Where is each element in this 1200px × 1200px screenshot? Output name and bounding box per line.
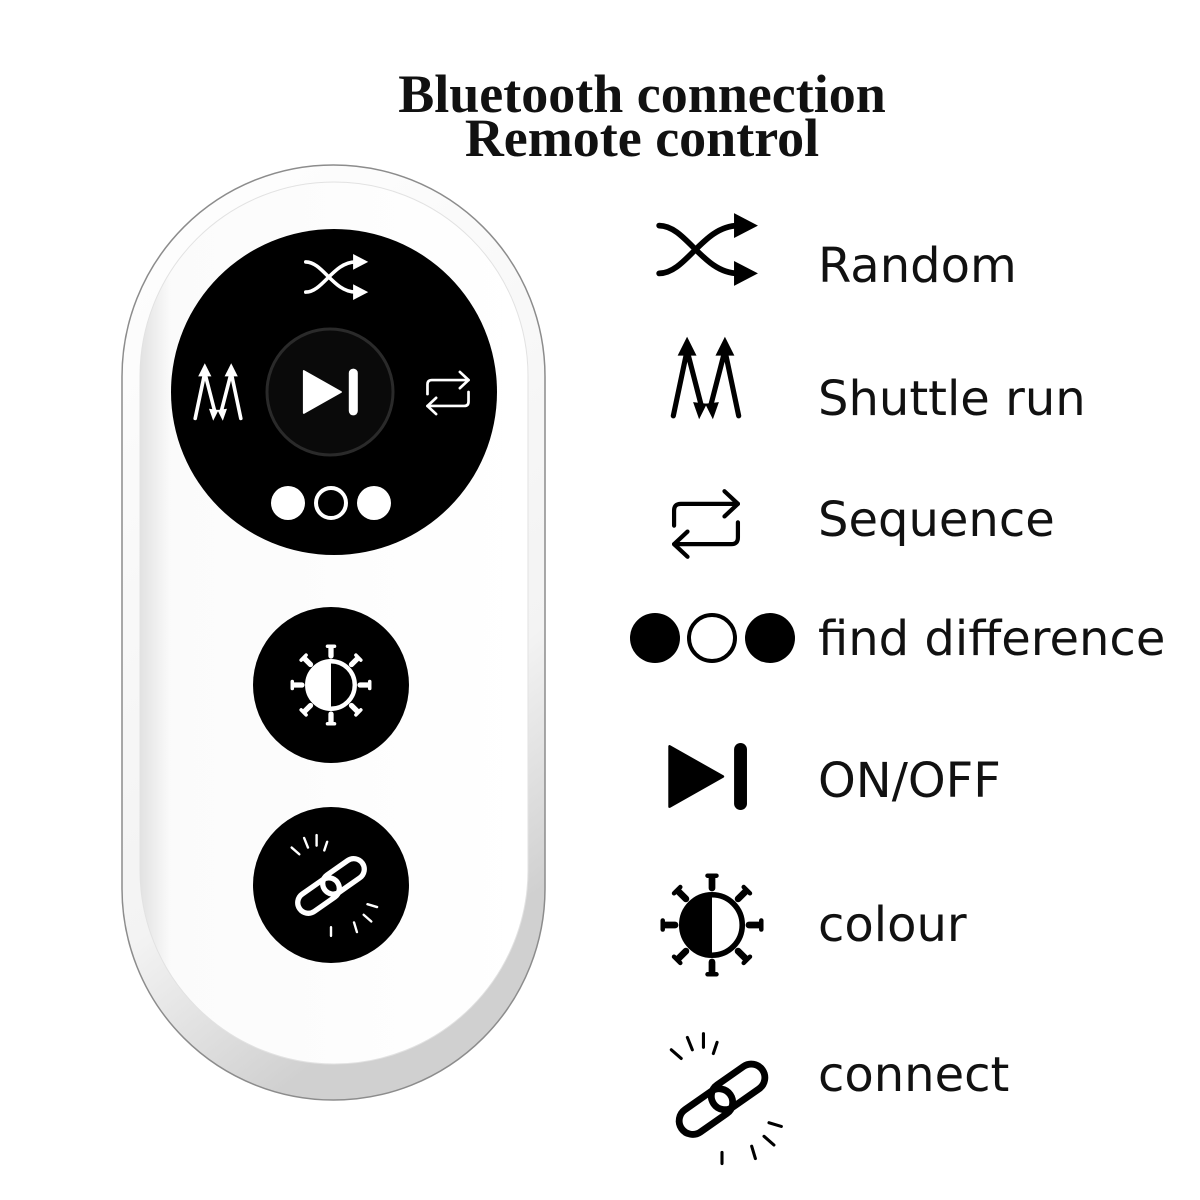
title-line-2: Remote control [464, 108, 820, 168]
play-pause-button [265, 327, 395, 457]
main-dial [171, 229, 497, 555]
find-difference-icon [630, 613, 795, 663]
colour-button [253, 607, 409, 763]
shuffle-icon [659, 213, 758, 286]
legend-icons [630, 213, 795, 1163]
colour-icon [292, 646, 369, 723]
shuttle-run-icon [673, 337, 738, 420]
colour-icon [663, 876, 762, 975]
page-title: Bluetooth connection Remote control [342, 64, 942, 168]
connect-icon [671, 1034, 781, 1164]
remote-control [121, 164, 546, 1101]
legend-label-sequence: Sequence [818, 492, 1055, 548]
play-pause-icon [668, 742, 749, 811]
legend-label-connect: connect [818, 1047, 1010, 1103]
find-difference-icon [271, 486, 391, 520]
legend-label-on-off: ON/OFF [818, 753, 1001, 809]
legend-label-random: Random [818, 238, 1017, 294]
sequence-icon [674, 491, 738, 557]
legend-label-colour: colour [818, 897, 967, 953]
connect-button [253, 807, 409, 963]
title-line-1: Bluetooth connection [398, 64, 886, 124]
connect-button-body [253, 807, 409, 963]
legend-label-find-difference: find difference [818, 611, 1166, 667]
legend-label-shuttle-run: Shuttle run [818, 371, 1086, 427]
